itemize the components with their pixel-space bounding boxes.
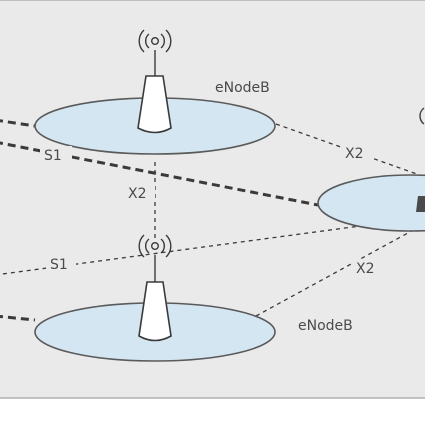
- tower-top: [137, 75, 172, 134]
- x2-line-bottom-to-right: [255, 222, 425, 317]
- enodeb-right: [317, 107, 425, 232]
- radio-waves-icon: [138, 234, 172, 258]
- s1-label-upper: S1: [44, 148, 62, 164]
- s1-line-lower-thin: [0, 225, 361, 275]
- x2-label-lower-right: X2: [356, 261, 375, 277]
- s1-line-top-left: [0, 119, 36, 128]
- enodeb-label-top: eNodeB: [215, 80, 270, 96]
- radio-wave-right-partial: [419, 107, 425, 125]
- enodeb-top: eNodeB: [34, 29, 276, 155]
- s1-label-lower: S1: [50, 257, 68, 273]
- cell-coverage-right: [317, 174, 425, 232]
- tower-bottom: [138, 281, 172, 342]
- link-labels: S1 S1 X2 X2 X2: [40, 144, 383, 277]
- tower-right-partial: [416, 196, 425, 212]
- radio-waves-icon: [138, 29, 172, 53]
- x2-label-upper-right: X2: [345, 146, 364, 162]
- s1-line-bottom-left: [0, 314, 36, 322]
- enodeb-bottom: eNodeB: [34, 234, 353, 362]
- x2-label-vertical: X2: [128, 186, 147, 202]
- enodeb-label-bottom: eNodeB: [298, 318, 353, 334]
